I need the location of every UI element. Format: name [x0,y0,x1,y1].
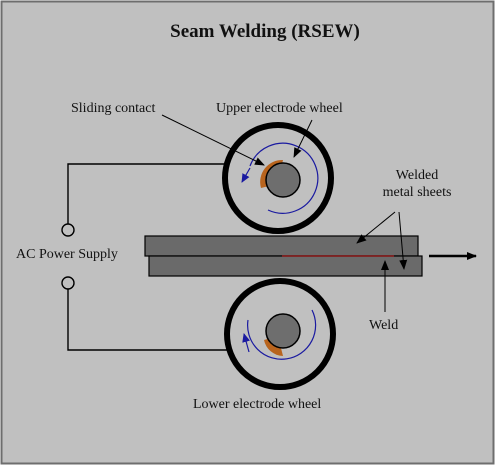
welded-metal-sheets [144,235,423,277]
sheets-leader-upper [356,211,396,244]
lower-wheel-hub [265,313,301,349]
weld-label: Weld [369,318,399,333]
upper-metal-sheet [144,235,419,257]
upper-supply-wire [67,163,256,224]
lower-rotation-arc [247,309,317,360]
ac-power-supply-label: AC Power Supply [16,247,118,262]
leader-lines [161,114,408,312]
upper-supply-terminal [61,223,75,237]
lower-metal-sheet [148,255,423,277]
upper-rotation-arrow-icon [241,167,251,183]
welded-sheets-label-line1: Welded [395,168,439,183]
upper-rotation-arc [249,142,319,214]
upper-electrode-wheel-label: Upper electrode wheel [216,101,343,116]
upper-wheel-hub [265,162,301,198]
upper-electrode-wheel [222,122,334,234]
sheets-leader-lower [398,211,408,270]
lower-electrode-wheel-label: Lower electrode wheel [193,397,322,412]
sliding-contact-label: Sliding contact [71,101,156,116]
power-supply-wiring [61,163,262,351]
lower-supply-wire [67,289,262,351]
welded-sheets-label-line2: metal sheets [382,185,452,200]
lower-electrode-wheel [224,278,336,390]
upper-wheel-leader [293,119,313,158]
lower-rotation-arrow-icon [242,333,250,353]
lower-supply-terminal [61,276,75,290]
diagram-title: Seam Welding (RSEW) [170,21,360,42]
sliding-contact-leader [161,114,265,166]
lower-sliding-contact [264,338,283,356]
